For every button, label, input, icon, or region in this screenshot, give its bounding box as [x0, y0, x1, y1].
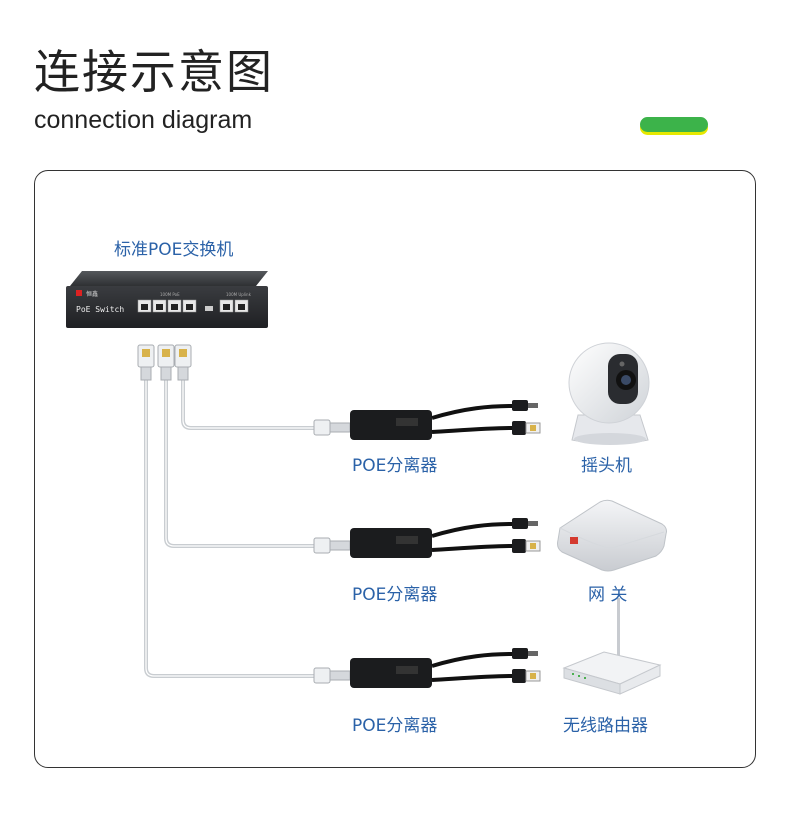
ethernet-cables	[144, 378, 318, 678]
wireless-router-icon	[562, 598, 662, 695]
poe-splitter-icon	[313, 648, 541, 688]
device-label-2: 网 关	[588, 585, 628, 605]
gateway-icon	[557, 499, 667, 572]
splitter-label-3: POE分离器	[352, 716, 438, 736]
poe-switch-icon: 恒鑫 PoE Switch 100M PoE 100M Uplink	[66, 271, 268, 328]
page-title: 连接示意图	[34, 45, 274, 99]
device-label-3: 无线路由器	[563, 716, 648, 736]
switch-brand: 恒鑫	[86, 290, 98, 298]
switch-model: PoE Switch	[76, 305, 124, 314]
rj45-plug-icon	[174, 344, 192, 381]
device-label-1: 摇头机	[581, 456, 632, 476]
splitter-label-2: POE分离器	[352, 585, 438, 605]
poe-splitter-icon	[313, 518, 541, 558]
switch-label: 标准POE交换机	[114, 240, 234, 260]
switch-uplink-caption: 100M Uplink	[226, 292, 252, 297]
rj45-plug-icon	[157, 344, 175, 381]
switch-poe-caption: 100M PoE	[160, 292, 180, 297]
accent-bar	[640, 117, 708, 132]
rj45-plug-icon	[137, 344, 155, 381]
poe-splitter-icon	[313, 400, 541, 440]
diagram-frame	[34, 170, 756, 768]
ptz-camera-icon	[568, 342, 650, 445]
page-subtitle: connection diagram	[34, 106, 253, 134]
splitter-label-1: POE分离器	[352, 456, 438, 476]
